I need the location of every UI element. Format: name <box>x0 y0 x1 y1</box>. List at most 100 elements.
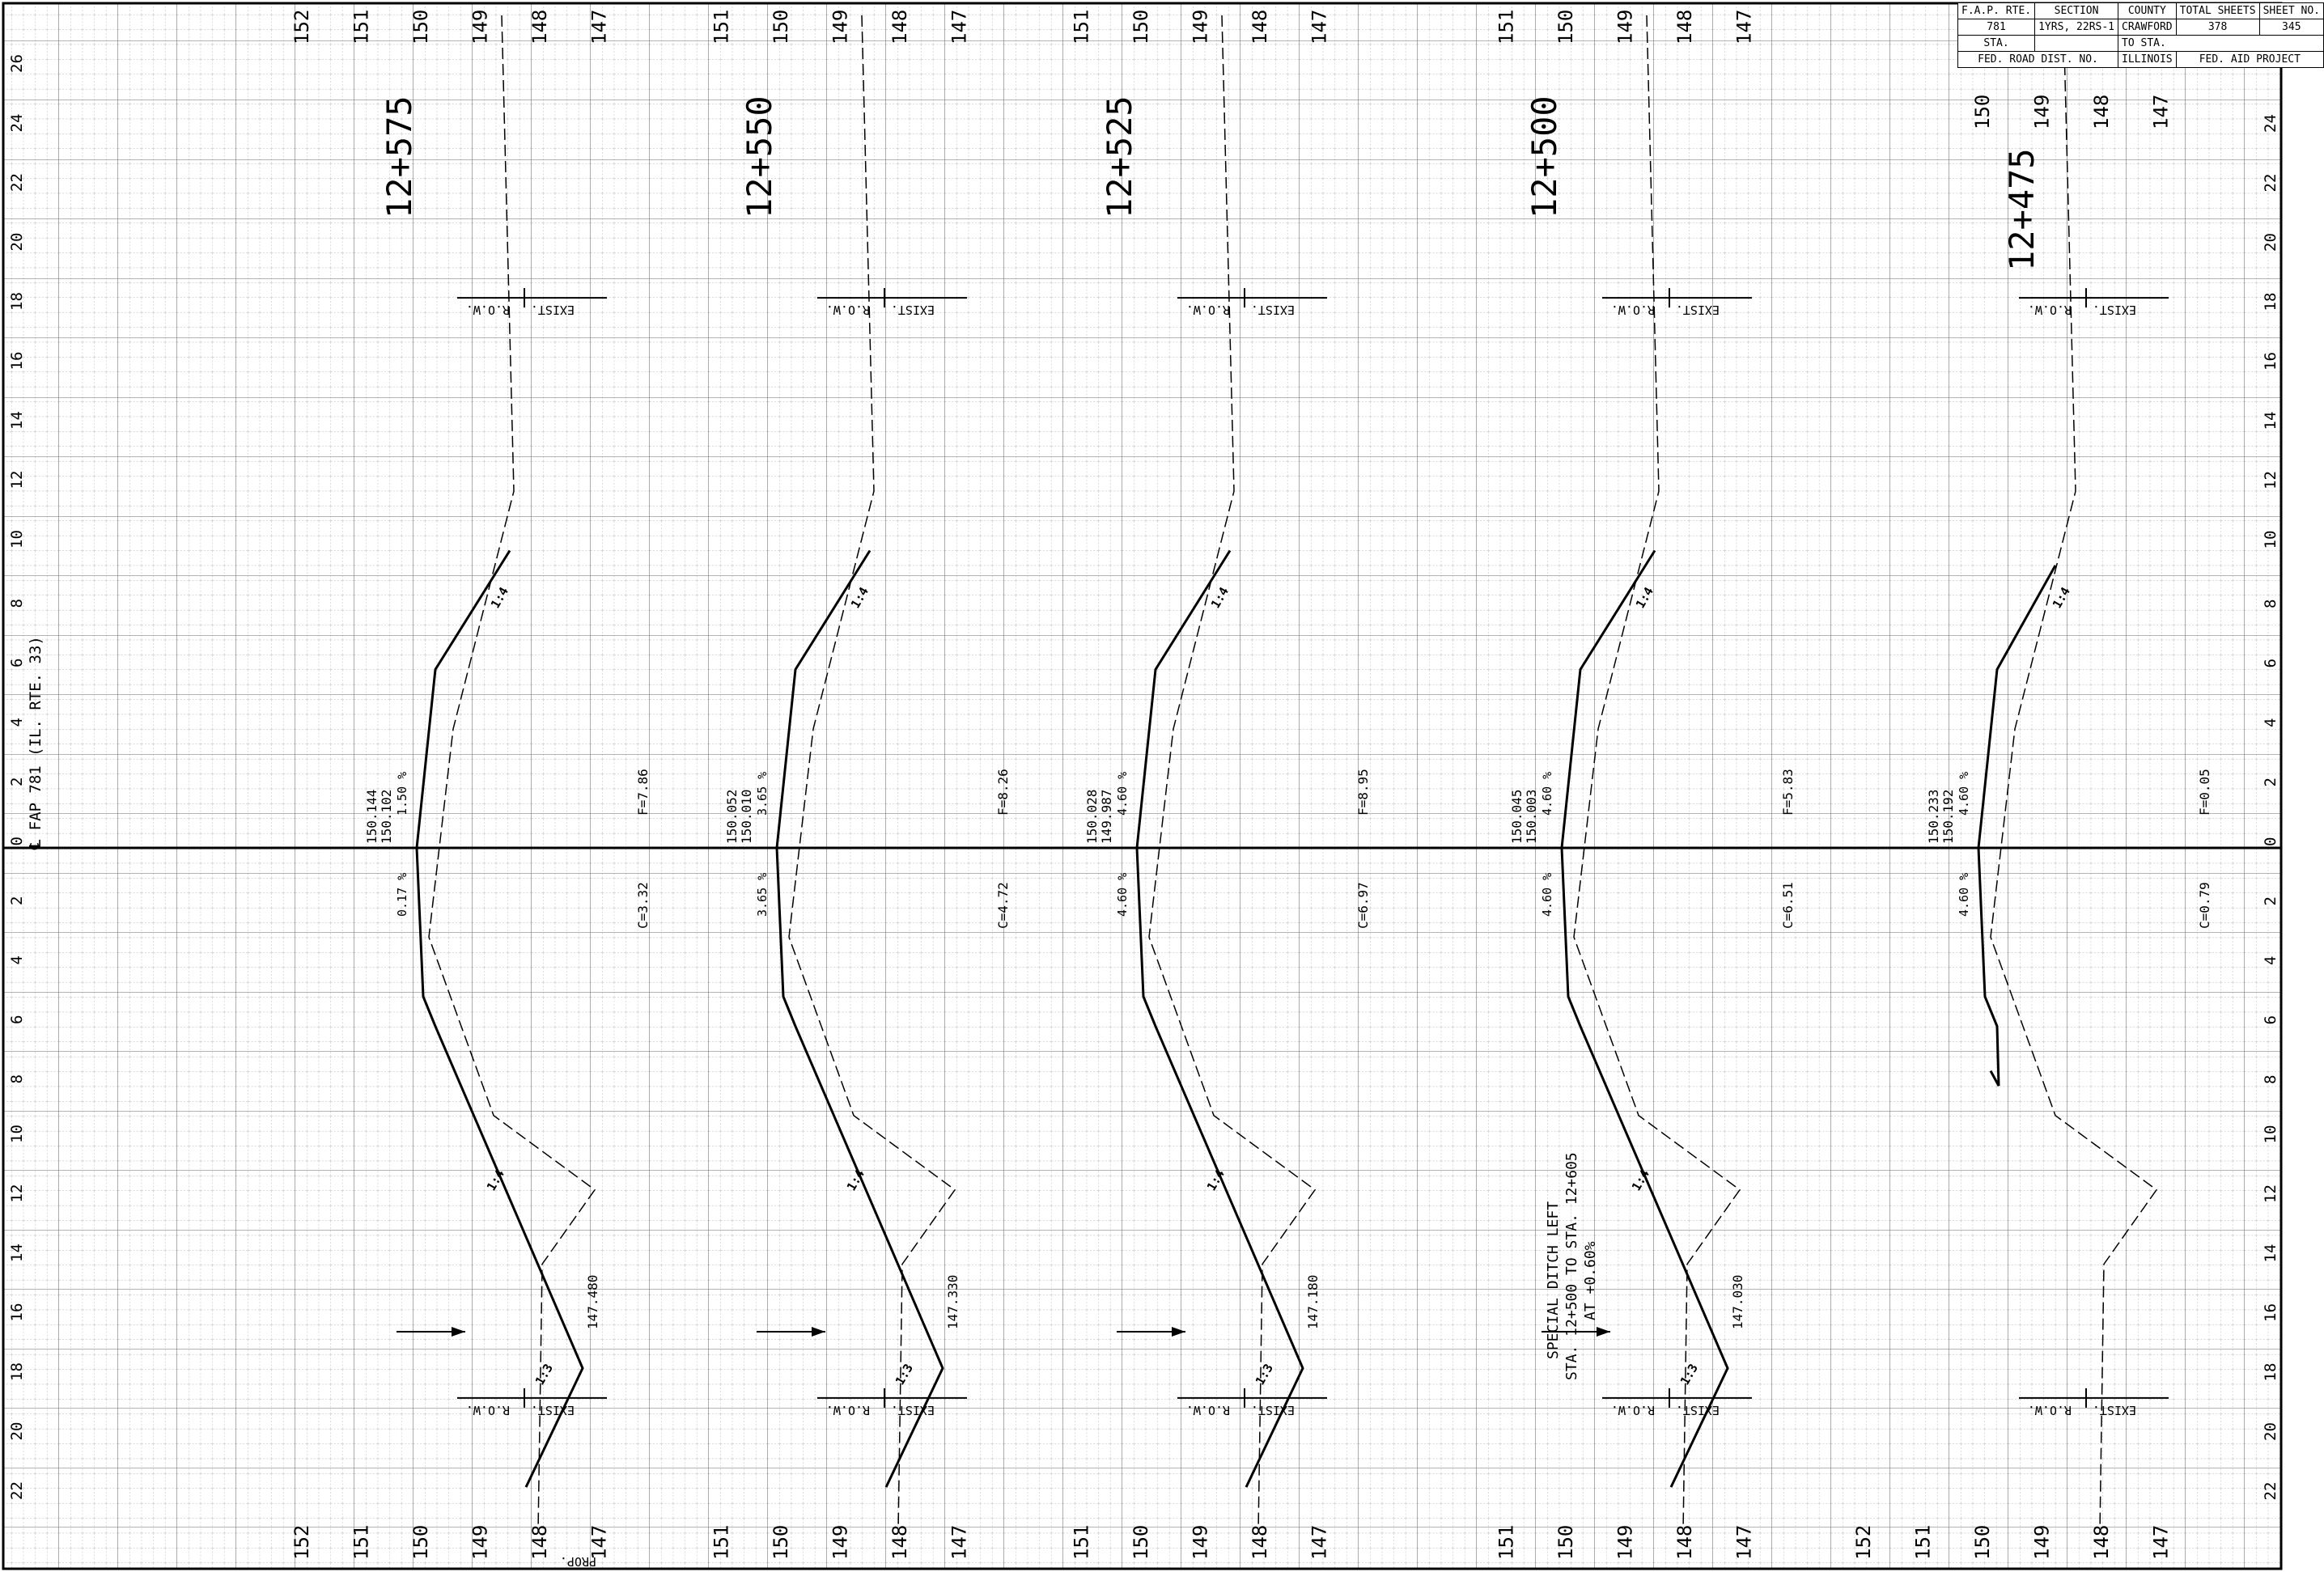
elevation-label-top: 149 <box>1614 10 1637 44</box>
offset-tick-label-right: 10 <box>2262 531 2279 549</box>
elevation-label-top: 148 <box>1673 10 1696 44</box>
offset-tick-label-left: 2 <box>8 896 26 905</box>
title-sheet-no: 345 <box>2258 19 2324 36</box>
elevation-label-bottom: 147 <box>948 1525 971 1560</box>
station-label: 12+525 <box>1100 95 1139 218</box>
elevation-label-bottom: 151 <box>710 1525 733 1560</box>
row-label: R.O.W. <box>1611 1403 1655 1417</box>
offset-tick-label-left: 4 <box>8 718 26 727</box>
cross-slope-lower: 4.60 % <box>1540 873 1554 917</box>
offset-tick-label-left: 14 <box>8 411 26 430</box>
offset-tick-label-right: 18 <box>2262 293 2279 311</box>
row-label: R.O.W. <box>2028 1403 2072 1417</box>
elevation-label-top: 151 <box>710 10 733 44</box>
elevation-label-bottom: 149 <box>1190 1525 1212 1560</box>
fill-area: F=0.05 <box>2197 769 2212 816</box>
pgl-elevation: 150.052 <box>724 790 740 844</box>
offset-tick-label-right: 0 <box>2262 837 2279 846</box>
offset-tick-label-right: 2 <box>2262 778 2279 786</box>
title-header-section: SECTION <box>2034 2 2119 19</box>
title-header-sheet-no: SHEET NO. <box>2258 2 2324 19</box>
offset-tick-label-left: 12 <box>8 1184 26 1203</box>
elevation-label-top: 148 <box>528 10 551 44</box>
elevation-label-top: 147 <box>1308 10 1331 44</box>
pgl-elevation: 150.028 <box>1084 790 1100 844</box>
offset-tick-label-right: 24 <box>2262 114 2279 133</box>
elevation-label-top: 149 <box>2031 95 2054 129</box>
offset-tick-label-left: 20 <box>8 233 26 252</box>
cross-slope-lower: 4.60 % <box>1115 873 1130 917</box>
offset-tick-label-left: 10 <box>8 530 26 549</box>
exist-label: EXIST. <box>1251 1403 1295 1417</box>
station-label: 12+475 <box>2002 148 2042 271</box>
elevation-label-top: 150 <box>1971 95 1994 129</box>
elevation-label-bottom: 147 <box>588 1525 611 1560</box>
offset-tick-label-left: 22 <box>8 1481 26 1500</box>
offset-tick-label-right: 8 <box>2262 600 2279 608</box>
cut-area: C=0.79 <box>2197 882 2212 929</box>
offset-tick-label-right: 4 <box>2262 718 2279 727</box>
cross-slope-lower: 3.65 % <box>755 873 770 917</box>
offset-tick-label-left: 20 <box>8 1422 26 1441</box>
title-sta: STA. <box>1957 35 2036 52</box>
cross-slope-upper: 4.60 % <box>1540 772 1554 816</box>
row-label: R.O.W. <box>1186 303 1230 317</box>
existing-ground <box>1990 15 2158 1532</box>
offset-tick-label-left: 0 <box>8 837 26 845</box>
elevation-label-top: 150 <box>1130 10 1152 44</box>
pgl-elevation: 150.233 <box>1926 790 1941 844</box>
special-ditch-note: SPECIAL DITCH LEFT STA. 12+500 TO STA. 1… <box>1545 1152 1599 1380</box>
cross-slope-upper: 4.60 % <box>1115 772 1130 816</box>
elevation-label-top: 149 <box>469 10 492 44</box>
elevation-label-top: 151 <box>1495 10 1518 44</box>
elevation-label-bottom: 150 <box>770 1525 792 1560</box>
proposed-template <box>1135 549 1304 1488</box>
offset-tick-label-left: 26 <box>8 54 26 73</box>
offset-tick-label-left: 24 <box>8 114 26 133</box>
elevation-label-bottom: 149 <box>2031 1525 2054 1560</box>
offset-tick-label-left: 8 <box>8 1074 26 1083</box>
proposed-template <box>415 549 584 1488</box>
ditch-arrowhead <box>812 1327 825 1337</box>
row-label: R.O.W. <box>466 1403 510 1417</box>
row-label: R.O.W. <box>1186 1403 1230 1417</box>
exist-label: EXIST. <box>891 1403 935 1417</box>
elevation-label-top: 147 <box>948 10 971 44</box>
elevation-label-top: 147 <box>2150 95 2173 129</box>
existing-ground <box>428 15 596 1532</box>
cross-slope-lower: 4.60 % <box>1957 873 1971 917</box>
offset-tick-label-left: 10 <box>8 1125 26 1143</box>
elevation-label-bottom: 148 <box>2090 1525 2113 1560</box>
pgl-elevation: 150.045 <box>1509 790 1525 844</box>
offset-tick-label-left: 2 <box>8 778 26 786</box>
proposed-template <box>1977 565 2057 1087</box>
elevation-label-bottom: 152 <box>1852 1525 1875 1560</box>
offset-tick-label-right: 22 <box>2262 174 2279 193</box>
exist-label: EXIST. <box>891 303 935 317</box>
offset-tick-label-right: 14 <box>2262 412 2279 430</box>
offset-tick-label-right: 18 <box>2262 1363 2279 1382</box>
offset-tick-label-right: 6 <box>2262 659 2279 667</box>
ditch-arrowhead <box>452 1327 465 1337</box>
ditch-elevation: 147.330 <box>945 1275 961 1329</box>
offset-tick-label-right: 14 <box>2262 1244 2279 1263</box>
elevation-label-top: 151 <box>350 10 373 44</box>
ditch-elevation: 147.030 <box>1730 1275 1745 1329</box>
sheet-border <box>2 2 2283 1570</box>
elevation-label-top: 152 <box>290 10 313 44</box>
pgl-elevation: 150.010 <box>739 790 754 844</box>
offset-tick-label-right: 10 <box>2262 1125 2279 1144</box>
title-section: 1YRS, 22RS-1 <box>2034 19 2119 36</box>
offset-tick-label-left: 22 <box>8 173 26 192</box>
fill-area: F=5.83 <box>1780 769 1796 816</box>
offset-tick-label-left: 18 <box>8 1362 26 1381</box>
elevation-label-bottom: 149 <box>829 1525 852 1560</box>
ditch-elevation: 147.180 <box>1305 1275 1321 1329</box>
elevation-label-top: 148 <box>2090 95 2113 129</box>
offset-tick-label-right: 16 <box>2262 352 2279 371</box>
svg-text:AT +0.60%: AT +0.60% <box>1582 1241 1599 1320</box>
